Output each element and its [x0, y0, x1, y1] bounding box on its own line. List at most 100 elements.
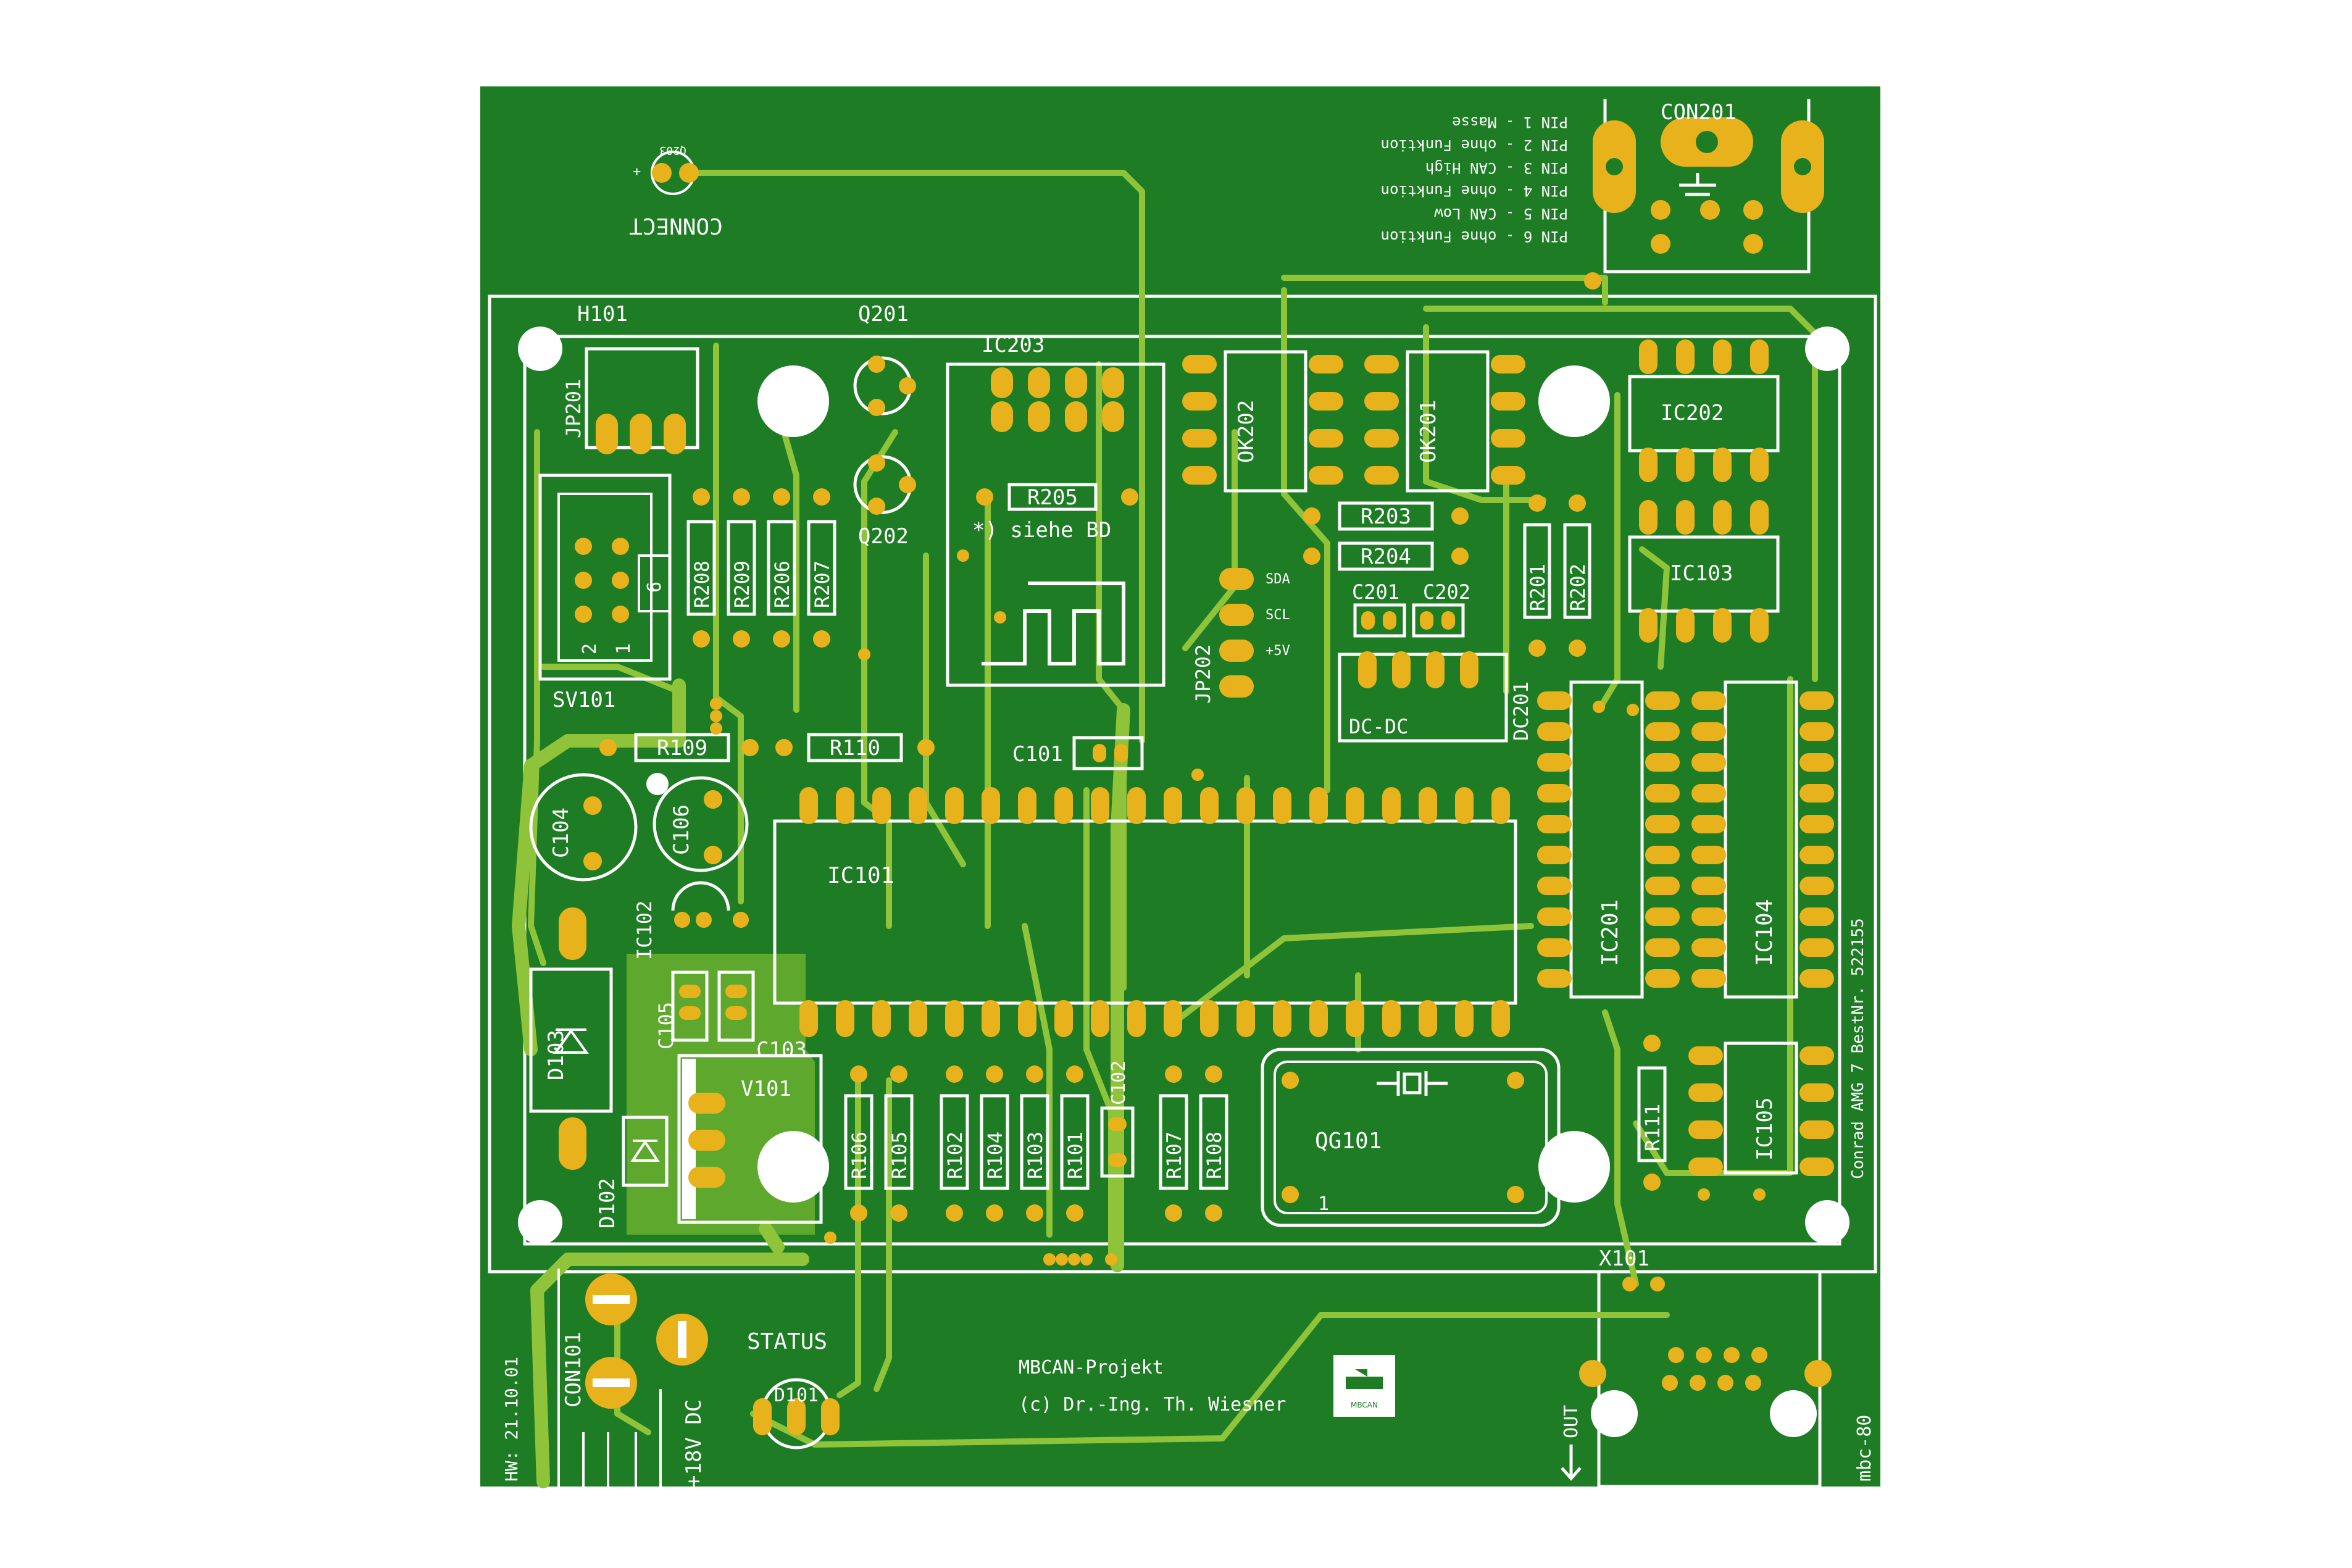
ic201-pad: [1537, 753, 1572, 772]
ic101-pad: [1309, 787, 1328, 824]
ic201-pad: [1645, 784, 1680, 803]
ic101-label: IC101: [827, 863, 894, 888]
x101-label: X101: [1599, 1246, 1649, 1271]
ic104-pad: [1691, 938, 1726, 957]
ic101-pad: [1127, 1000, 1146, 1037]
sv101-label: SV101: [553, 688, 615, 712]
ic104-pad: [1691, 969, 1726, 988]
ic104-pad: [1799, 784, 1834, 803]
ic101-pad: [982, 787, 1000, 824]
sv101-pin2: 2: [579, 643, 601, 654]
plus5v-label: +5V: [1266, 643, 1290, 659]
jp202-pads: [1219, 568, 1254, 698]
ic104-pad: [1691, 846, 1726, 864]
project-label: MBCAN-Projekt: [1019, 1357, 1164, 1378]
c104-pads: [583, 796, 602, 870]
ic101-pad: [1346, 787, 1364, 824]
qg101-outline-inner: [1274, 1061, 1548, 1214]
dc201-pads: [1358, 651, 1478, 688]
r107-label: R107: [1162, 1132, 1186, 1179]
r205: [976, 483, 1138, 511]
r104-label: R104: [983, 1132, 1007, 1179]
ic101-pad: [1236, 787, 1255, 824]
copyright-label: (c) Dr.-Ing. Th. Wiesner: [1019, 1394, 1286, 1416]
r207-label: R207: [811, 561, 834, 608]
ic202-outline: [1628, 375, 1780, 452]
qg101-pads: [1282, 1072, 1524, 1203]
ic101-pad: [1455, 787, 1474, 824]
ic101-pad: [1164, 787, 1182, 824]
connect-label: CONNECT: [629, 213, 723, 238]
out-arrow-icon: [1561, 1445, 1582, 1481]
d103-pad-top: [559, 907, 586, 960]
ic101-pad: [1200, 787, 1219, 824]
out-label: OUT: [1561, 1405, 1582, 1438]
c105-outline: [671, 970, 709, 1042]
r105: [884, 1065, 914, 1222]
ic101-pad: [1200, 1000, 1219, 1037]
ic203-outline: [946, 362, 1166, 687]
r106: [844, 1065, 874, 1222]
v101-pads: [688, 1093, 725, 1188]
jp201-label: JP201: [562, 379, 585, 438]
dc-dc-label: DC-DC: [1349, 715, 1408, 738]
ic101-pad: [1346, 1000, 1364, 1037]
ic104-pad: [1799, 907, 1834, 926]
con101-outline: [557, 1269, 662, 1487]
ic101-pad: [1455, 1000, 1474, 1037]
v101-label: V101: [741, 1077, 791, 1101]
ic104-pad: [1691, 907, 1726, 926]
r111-label: R111: [1641, 1104, 1664, 1151]
ic102-label: IC102: [633, 901, 656, 960]
ic101-pad: [945, 1000, 964, 1037]
v101-outline: [677, 1054, 823, 1224]
ic101-pad: [1491, 787, 1510, 824]
mounting-holes: [518, 327, 1849, 1437]
r204: [1303, 541, 1469, 571]
c102: [1100, 1106, 1135, 1178]
ic201-pad: [1645, 691, 1680, 710]
v18-label: +18V DC: [682, 1399, 706, 1488]
ic104-pad: [1799, 753, 1834, 772]
c201-label: C201: [1352, 580, 1399, 604]
ic101-pad: [1091, 1000, 1109, 1037]
r101: [1060, 1065, 1090, 1222]
r201-label: R201: [1526, 564, 1549, 611]
mbc80-label: mbc-80: [1854, 1415, 1875, 1482]
ic104-pad: [1799, 877, 1834, 895]
pin-legend-line-4: PIN 4 - ohne Funktion: [1381, 182, 1568, 199]
r106-label: R106: [848, 1132, 871, 1179]
ic201-label: IC201: [1598, 899, 1623, 966]
d102-symbol: [630, 1140, 660, 1162]
siehe-bd-note: *) siehe BD: [972, 518, 1111, 543]
d103-pad-bottom: [559, 1117, 586, 1170]
pin-legend: PIN 6 - ohne Funktion PIN 5 - CAN Low PI…: [1381, 114, 1568, 245]
ic203-header-pads: [991, 367, 1124, 432]
ic101-pad: [1419, 787, 1437, 824]
r102: [940, 1065, 969, 1222]
ic102-pads: [674, 912, 749, 928]
ic202-label: IC202: [1661, 401, 1724, 425]
r110: [775, 733, 935, 762]
qg101-crystal-symbol: [1377, 1071, 1448, 1096]
r204-label: R204: [1361, 544, 1411, 569]
c106-pads: [704, 790, 722, 864]
ic101-pad: [872, 1000, 891, 1037]
c106-label: C106: [669, 804, 694, 855]
ic101-pad: [945, 787, 964, 824]
r206-label: R206: [770, 561, 794, 608]
ic104-pad: [1799, 691, 1834, 710]
r104: [980, 1065, 1009, 1222]
ic201-pad: [1645, 722, 1680, 741]
ic105-pads: [1688, 1046, 1834, 1176]
ic101-outline: [773, 819, 1517, 1005]
x101-pads: [1579, 1277, 1832, 1391]
dc201-label: DC201: [1509, 682, 1533, 741]
ic104-pads: [1691, 691, 1834, 988]
ic104-pad: [1799, 815, 1834, 833]
ic104-outline: [1724, 680, 1798, 999]
ic105-label: IC105: [1753, 1098, 1777, 1161]
ok202-outline: [1224, 350, 1307, 493]
ic201-pad: [1537, 938, 1572, 957]
